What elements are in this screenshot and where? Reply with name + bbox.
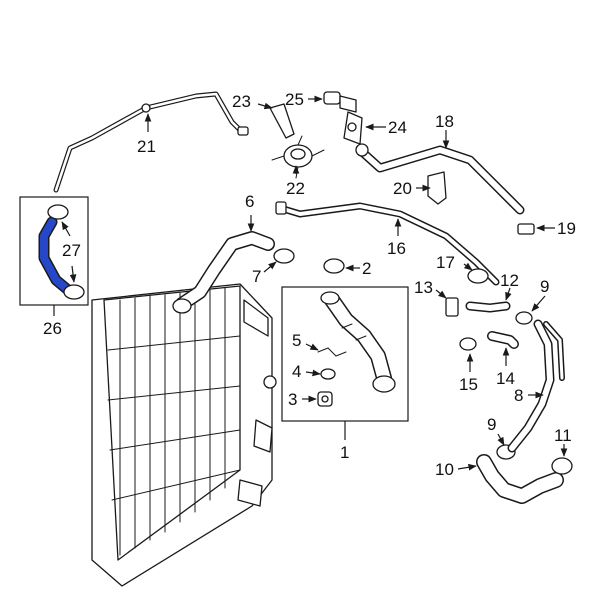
callout-3: 3 [288, 390, 317, 409]
part-13-connector [445, 297, 459, 317]
callout-23: 23 [232, 92, 273, 111]
part-25-fitting [323, 91, 357, 113]
callout-9-upper: 9 [531, 277, 549, 312]
callout-10: 10 [435, 460, 477, 479]
callout-label-19: 19 [557, 219, 576, 238]
callout-label-7: 7 [252, 267, 261, 286]
callout-label-12: 12 [500, 271, 519, 290]
callout-label-16: 16 [387, 239, 406, 258]
callout-7: 7 [252, 261, 277, 286]
callout-label-22: 22 [286, 179, 305, 198]
callout-19: 19 [536, 219, 576, 238]
callout-25: 25 [285, 90, 323, 109]
callout-label-25: 25 [285, 90, 304, 109]
callout-label-17: 17 [436, 253, 455, 272]
callout-20: 20 [393, 179, 431, 198]
part-14-hose [487, 331, 519, 349]
part-22-valve [271, 135, 325, 179]
callout-label-3: 3 [288, 390, 297, 409]
callout-label-6: 6 [245, 192, 254, 211]
part-9-clamp-upper [515, 311, 533, 325]
part-20-bracket [427, 171, 447, 205]
part-3-sensor [317, 391, 333, 407]
part-16-hose [275, 201, 500, 286]
callout-27: 27 [61, 221, 81, 283]
part-12-hose [465, 301, 511, 313]
callout-1: 1 [340, 421, 349, 462]
callout-13: 13 [414, 278, 447, 299]
part-15-clamp [459, 337, 477, 351]
callout-15: 15 [459, 353, 478, 394]
callout-label-9-lower: 9 [487, 415, 496, 434]
part-2-clamp [323, 258, 345, 274]
callout-24: 24 [365, 118, 407, 137]
part-21-hose-line [53, 91, 249, 193]
part-5-clip [317, 347, 347, 357]
callout-label-8: 8 [514, 386, 523, 405]
callout-4: 4 [292, 362, 321, 381]
part-19-clamp [517, 223, 535, 235]
callout-label-15: 15 [459, 375, 478, 394]
callout-11: 11 [554, 426, 572, 457]
callout-5: 5 [292, 331, 319, 351]
part-7-clamp [273, 248, 295, 264]
part-18-hose [355, 143, 525, 215]
part-11-clamp [551, 457, 573, 475]
callout-21: 21 [137, 113, 156, 156]
part-24-connector [343, 111, 363, 145]
part-6-hose [172, 231, 275, 314]
callout-label-26: 26 [43, 319, 62, 338]
callout-label-2: 2 [362, 259, 371, 278]
part-10-hose [476, 454, 564, 504]
callout-label-5: 5 [292, 331, 301, 350]
callout-label-23: 23 [232, 92, 251, 111]
callout-label-4: 4 [292, 362, 301, 381]
callout-8: 8 [514, 386, 544, 405]
part-4-o-ring [320, 368, 336, 380]
callout-label-27: 27 [62, 241, 81, 260]
callout-2: 2 [345, 259, 371, 278]
callout-label-24: 24 [388, 118, 407, 137]
callout-12: 12 [500, 271, 519, 301]
callout-16: 16 [387, 218, 406, 258]
callout-9-lower: 9 [487, 415, 505, 446]
callout-label-11: 11 [554, 426, 572, 445]
callout-18: 18 [435, 112, 454, 149]
part-1-hose-assembly [320, 291, 396, 393]
callout-label-9-upper: 9 [540, 277, 549, 296]
callout-6: 6 [245, 192, 254, 232]
callout-label-20: 20 [393, 179, 412, 198]
callout-17: 17 [436, 253, 473, 272]
callout-label-10: 10 [435, 460, 454, 479]
callout-label-18: 18 [435, 112, 454, 131]
callout-label-21: 21 [137, 137, 156, 156]
callout-label-13: 13 [414, 278, 433, 297]
part-23-bracket [269, 103, 295, 139]
callout-26: 26 [43, 305, 62, 338]
part-17-clamp [467, 268, 489, 284]
callout-label-1: 1 [340, 443, 349, 462]
callout-14: 14 [496, 347, 515, 388]
callout-label-14: 14 [496, 369, 515, 388]
part-8-pipe [507, 319, 565, 453]
radiator [91, 283, 277, 587]
callout-22: 22 [286, 165, 305, 198]
part-26-hose-highlighted [38, 204, 85, 300]
